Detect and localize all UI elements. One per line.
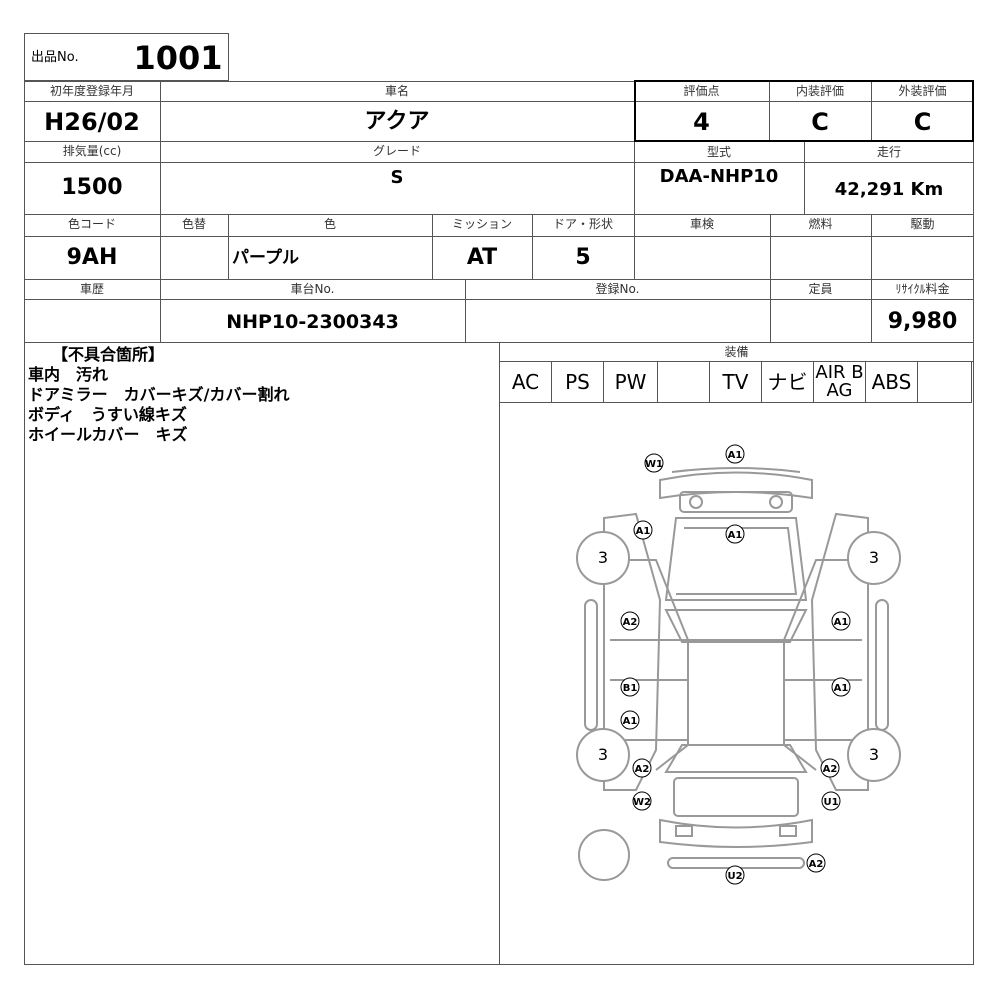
defect-line: ボディ うすい線キズ xyxy=(28,405,187,424)
drive-label: 駆動 xyxy=(910,217,935,231)
defect-list: 【不具合箇所】 車内 汚れ ドアミラー カバーキズ/カバー割れ ボディ うすい線… xyxy=(28,345,290,445)
svg-text:U1: U1 xyxy=(823,797,838,808)
chassis-label: 車台No. xyxy=(290,282,335,296)
svg-text:A2: A2 xyxy=(623,617,638,628)
damage-mark: W1 xyxy=(644,453,664,473)
tire-mark: 3 xyxy=(869,548,879,567)
score-value: 4 xyxy=(693,108,710,136)
recycle-fee-value: 9,980 xyxy=(887,309,958,334)
svg-text:W2: W2 xyxy=(633,797,651,808)
car-name-value: アクア xyxy=(364,109,430,134)
equipment-ac: AC xyxy=(500,362,552,402)
damage-mark: A1 xyxy=(831,677,851,697)
history-label: 車歴 xyxy=(79,282,104,296)
damage-mark: A2 xyxy=(620,611,640,631)
svg-text:W1: W1 xyxy=(645,459,663,470)
score-label: 評価点 xyxy=(683,84,720,98)
lot-number-box: 出品No. 1001 xyxy=(24,33,229,81)
defect-line: ドアミラー カバーキズ/カバー割れ xyxy=(28,385,290,404)
damage-mark: A1 xyxy=(620,710,640,730)
svg-text:A1: A1 xyxy=(636,526,651,537)
equipment-abs: ABS xyxy=(866,362,918,402)
tire-mark: 3 xyxy=(869,745,879,764)
damage-mark: A2 xyxy=(632,758,652,778)
exterior-grade-label: 外装評価 xyxy=(898,84,947,98)
first-registration-value: H26/02 xyxy=(44,108,140,136)
color-code-value: 9AH xyxy=(66,245,118,270)
lot-number: 1001 xyxy=(133,39,223,77)
damage-mark: B1 xyxy=(620,677,640,697)
svg-text:A1: A1 xyxy=(834,683,849,694)
svg-text:U2: U2 xyxy=(727,871,742,882)
svg-text:A1: A1 xyxy=(728,450,743,461)
displacement-label: 排気量(cc) xyxy=(62,144,122,158)
defect-title: 【不具合箇所】 xyxy=(52,345,165,364)
door-shape-value: 5 xyxy=(575,245,591,270)
svg-text:A1: A1 xyxy=(834,617,849,628)
damage-mark: A1 xyxy=(725,444,745,464)
grade-value: S xyxy=(390,167,404,188)
damage-mark: A2 xyxy=(806,853,826,873)
equipment-empty-1 xyxy=(658,362,710,402)
equipment-ps: PS xyxy=(552,362,604,402)
svg-text:B1: B1 xyxy=(623,683,638,694)
capacity-label: 定員 xyxy=(808,282,833,296)
defect-line: 車内 汚れ xyxy=(28,365,109,384)
displacement-value: 1500 xyxy=(61,175,123,200)
evaluation-box xyxy=(634,80,974,142)
model-label: 型式 xyxy=(706,145,731,159)
exterior-grade-value: C xyxy=(913,108,932,136)
svg-text:A1: A1 xyxy=(623,716,638,727)
lot-number-label: 出品No. xyxy=(31,50,79,65)
color-label: 色 xyxy=(323,217,336,231)
svg-text:A2: A2 xyxy=(809,859,824,870)
color-code-label: 色コード xyxy=(67,217,116,231)
fuel-label: 燃料 xyxy=(808,217,833,231)
recycle-fee-label: ﾘｻｲｸﾙ料金 xyxy=(895,282,950,296)
equipment-tv: TV xyxy=(710,362,762,402)
damage-mark: A1 xyxy=(725,524,745,544)
damage-mark: A1 xyxy=(633,520,653,540)
car-name-label: 車名 xyxy=(384,84,409,98)
damage-mark: W2 xyxy=(632,791,652,811)
mileage-value: 42,291 Km xyxy=(834,179,944,200)
grade-label: グレード xyxy=(372,144,421,158)
equipment-label: 装備 xyxy=(724,345,749,359)
inspection-label: 車検 xyxy=(689,217,714,231)
damage-mark: U1 xyxy=(821,791,841,811)
interior-grade-value: C xyxy=(811,108,829,136)
registration-label: 登録No. xyxy=(595,282,640,296)
chassis-value: NHP10-2300343 xyxy=(226,311,399,333)
damage-mark: A2 xyxy=(820,758,840,778)
equipment-pw: PW xyxy=(604,362,658,402)
defect-line: ホイールカバー キズ xyxy=(28,425,188,444)
interior-grade-label: 内装評価 xyxy=(795,84,844,98)
tire-mark: 3 xyxy=(598,548,608,567)
mission-label: ミッション xyxy=(451,217,512,231)
door-shape-label: ドア・形状 xyxy=(552,217,613,231)
damage-mark: A1 xyxy=(831,611,851,631)
damage-mark: U2 xyxy=(725,865,745,885)
tire-mark: 3 xyxy=(598,745,608,764)
mission-value: AT xyxy=(466,245,498,270)
svg-text:A1: A1 xyxy=(728,530,743,541)
first-registration-label: 初年度登録年月 xyxy=(49,84,134,98)
equipment-navi: ナビ xyxy=(762,362,814,402)
svg-text:A2: A2 xyxy=(823,764,838,775)
model-value: DAA-NHP10 xyxy=(659,166,779,187)
mileage-label: 走行 xyxy=(876,145,901,159)
color-value: パープル xyxy=(232,248,299,268)
equipment-airbag: AIR BAG xyxy=(814,362,866,402)
color-change-label: 色替 xyxy=(181,217,206,231)
svg-text:A2: A2 xyxy=(635,764,650,775)
